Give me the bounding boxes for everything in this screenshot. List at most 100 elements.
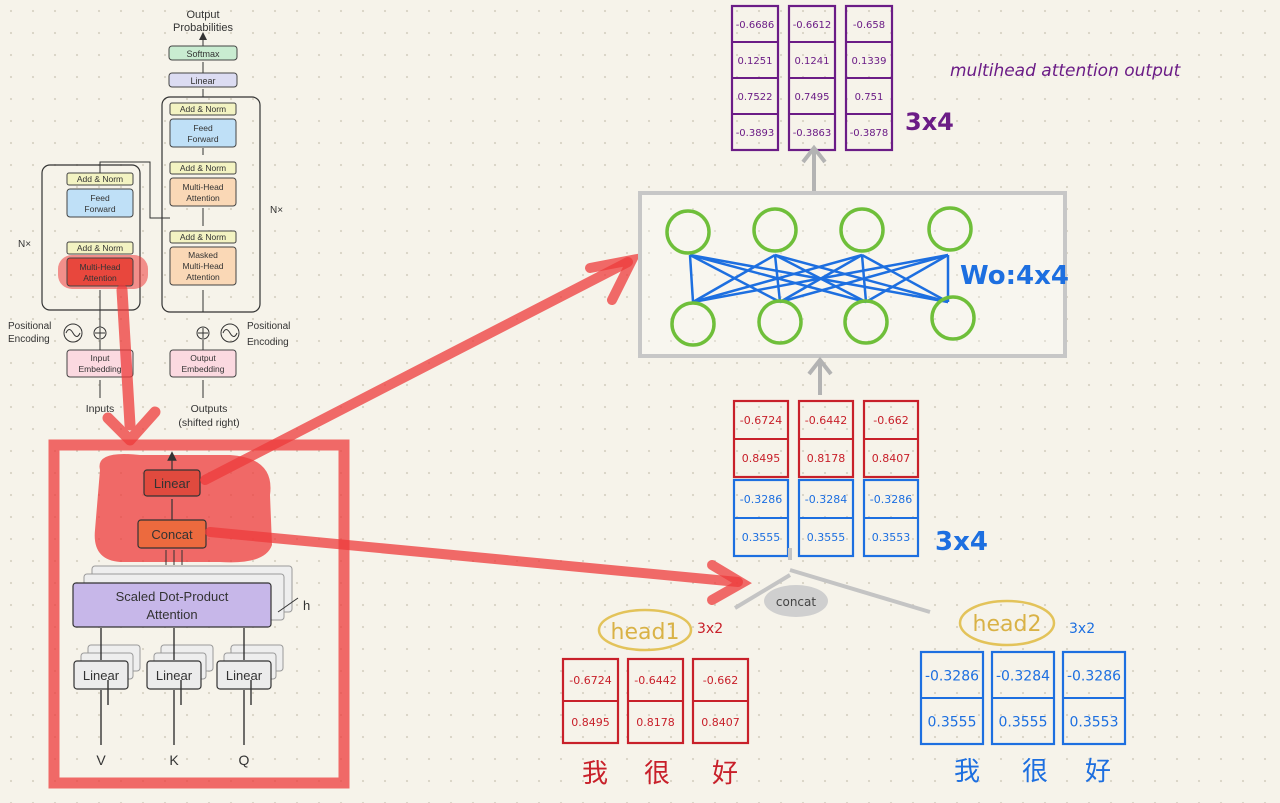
svg-text:Output: Output [190,353,216,363]
input-v: V [96,752,106,768]
encoder-stack [41,164,141,311]
head2-token: 我 [954,757,980,787]
encoder-multi-head [66,257,134,287]
head2-matrix-cell: -0.3286 [925,668,979,684]
head2-label: head2 [973,612,1042,637]
head1-tokens: 我 很 好 [582,759,738,789]
svg-text:Forward: Forward [84,204,115,214]
head1-matrix-cell: -0.6442 [634,674,676,687]
head2-matrix-cell: 0.3553 [1070,714,1119,730]
svg-text:Encoding: Encoding [247,337,289,348]
linear-v: Linear [73,644,141,690]
inputs-label: Inputs [86,403,115,415]
output-matrix-cell: 0.7522 [738,92,773,103]
mha-frame [48,439,350,789]
head1-token: 好 [712,759,738,789]
concat-red-cell: -0.6724 [740,414,782,427]
head2-matrix-cell: 0.3555 [928,714,977,730]
svg-text:Probabilities: Probabilities [173,22,233,34]
head1-token: 很 [644,759,670,789]
output-matrix: -0.66860.12510.7522-0.3893-0.66120.12410… [730,4,894,152]
annotation-arrows [200,253,752,605]
output-matrix-cell: 0.1241 [795,56,830,67]
heads-h-label: h [303,598,310,613]
head1-matrix: -0.6724 0.8495 -0.6442 0.8178 -0.662 0.8407 [561,657,750,745]
svg-text:Attention: Attention [186,193,220,203]
svg-text:(shifted right): (shifted right) [178,417,239,429]
head2-matrix: -0.3286 0.3555 -0.3284 0.3555 -0.3286 0.3553 [919,650,1127,746]
encoder-feed-forward [66,188,134,218]
concat-red-cell: -0.662 [873,414,908,427]
head1-matrix-cell: -0.662 [703,674,738,687]
svg-text:Add & Norm: Add & Norm [180,104,226,114]
concat-blue-cell: 0.3555 [807,531,846,544]
head1-matrix-cell: -0.6724 [569,674,611,687]
svg-text:Embedding: Embedding [78,364,121,374]
head2-matrix-cell: -0.3286 [1067,668,1121,684]
outputs-label: Outputs [191,403,228,415]
linear-k: Linear [146,644,214,690]
output-matrix-cell: -0.658 [853,20,885,31]
head1-matrix-cell: 0.8178 [636,716,675,729]
concat-red-cell: 0.8178 [807,452,846,465]
output-shape: 3x4 [905,108,954,136]
head1-token: 我 [582,759,608,789]
svg-text:Attention: Attention [83,273,117,283]
decoder-feed-forward [169,118,237,148]
concat-node: concat [733,548,931,617]
svg-text:Feed: Feed [193,123,213,133]
output-matrix-cell: -0.3878 [850,128,889,139]
svg-text:Add & Norm: Add & Norm [77,243,123,253]
svg-text:Multi-Head: Multi-Head [182,182,223,192]
concat-blue-cell: 0.3555 [742,531,781,544]
decoder-masked-multi-head [169,246,237,286]
input-q: Q [239,752,250,768]
head2-matrix-cell: -0.3284 [996,668,1050,684]
decoder-multi-head [169,177,237,207]
output-matrix-cell: 0.1251 [738,56,773,67]
head2-matrix-cell: 0.3555 [999,714,1048,730]
svg-text:Scaled Dot-Product: Scaled Dot-Product [116,589,229,604]
encoder-nx-label: N× [18,239,31,250]
concat-shape: 3x4 [935,527,988,557]
svg-text:Add & Norm: Add & Norm [180,163,226,173]
head1-matrix-cell: 0.8407 [701,716,740,729]
head2-tokens: 我 很 好 [954,757,1111,787]
svg-text:Linear: Linear [156,668,193,683]
concat-blue-cell: -0.3286 [870,493,912,506]
head2-badge [958,599,1056,647]
output-matrix-cell: -0.6612 [793,20,832,31]
output-matrix-cell: 0.751 [855,92,884,103]
head2-token: 很 [1022,757,1048,787]
decoder-nx-label: N× [270,205,283,216]
output-matrix-cell: -0.3863 [793,128,832,139]
concat-blue-cell: 0.3553 [872,531,911,544]
head1-badge [597,608,693,652]
svg-text:Attention: Attention [146,607,197,622]
mha-diagram: Linear Concat Scaled Dot-Product Attenti… [48,439,350,789]
svg-text:Add & Norm: Add & Norm [77,174,123,184]
concat-matrix: -0.67240.8495-0.64420.8178-0.6620.8407-0… [732,399,920,558]
concat-red-cell: 0.8407 [872,452,911,465]
wo-label: Wo:4x4 [960,261,1069,291]
input-k: K [169,752,179,768]
linear-box [168,72,238,88]
concat-red-cell: 0.8495 [742,452,781,465]
svg-text:Input: Input [91,353,111,363]
head2-token: 好 [1085,757,1111,787]
svg-text:Attention: Attention [186,272,220,282]
output-matrix-cell: -0.6686 [736,20,775,31]
svg-text:Embedding: Embedding [181,364,224,374]
head1-matrix-cell: 0.8495 [571,716,610,729]
decoder-positional-encoding: Positional [247,321,290,332]
concat-blue-cell: -0.3284 [805,493,847,506]
head1-shape: 3x2 [697,621,723,637]
svg-text:Add & Norm: Add & Norm [180,232,226,242]
svg-text:Encoding: Encoding [8,334,50,345]
svg-text:Masked: Masked [188,250,218,260]
linear-q: Linear [216,644,284,690]
softmax-box [168,45,238,61]
concat-blue-cell: -0.3286 [740,493,782,506]
encoder-positional-encoding: Positional [8,321,51,332]
svg-text:Multi-Head: Multi-Head [79,262,120,272]
